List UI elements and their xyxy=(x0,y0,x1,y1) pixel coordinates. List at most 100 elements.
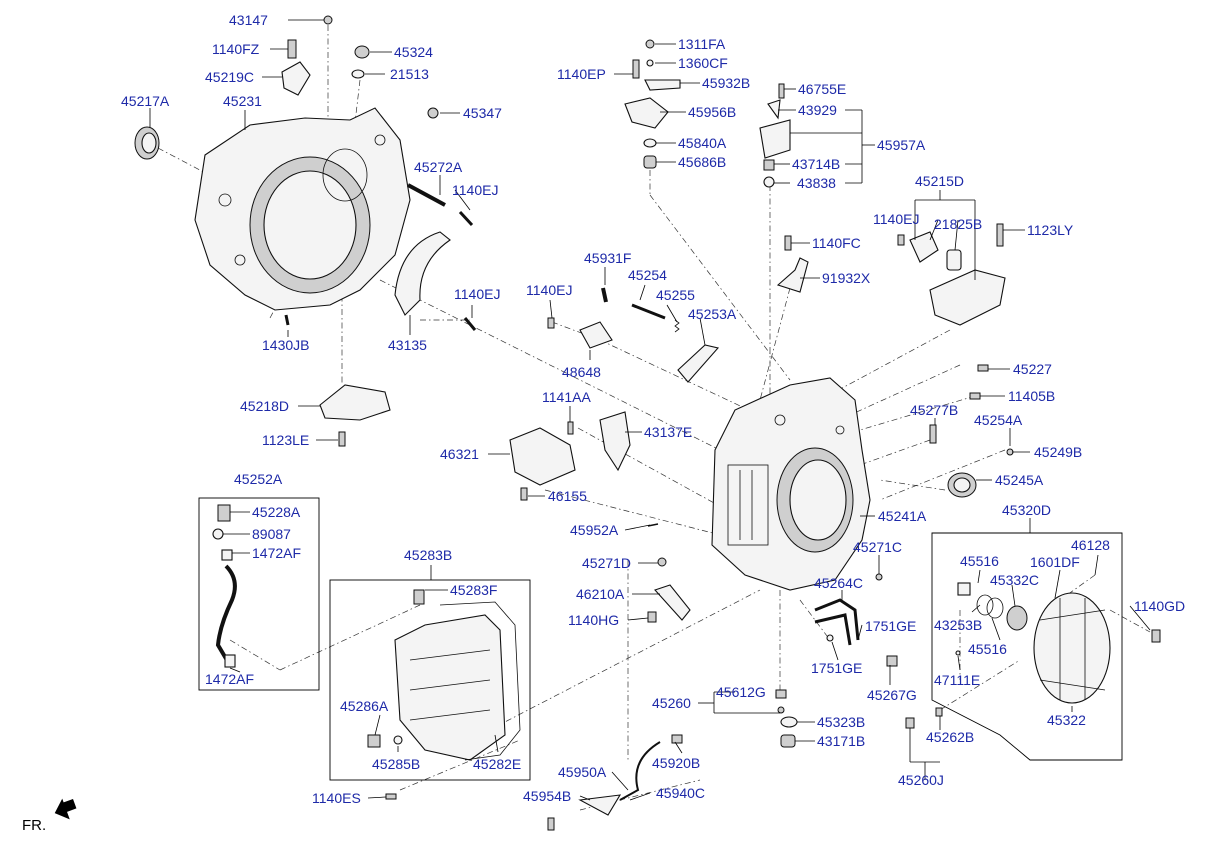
label-46210A: 46210A xyxy=(576,586,625,602)
bolt-1140EJ-b xyxy=(463,317,477,331)
label-45260: 45260 xyxy=(652,695,691,711)
label-1430JB: 1430JB xyxy=(262,337,309,353)
label-45241A: 45241A xyxy=(878,508,927,524)
label-45228A: 45228A xyxy=(252,504,301,520)
label-45952A: 45952A xyxy=(570,522,619,538)
plug-45324 xyxy=(354,45,370,59)
label-43137E: 43137E xyxy=(644,424,692,440)
label-43929: 43929 xyxy=(798,102,837,118)
bracket-45219C xyxy=(281,61,311,96)
label-45323B: 45323B xyxy=(817,714,865,730)
label-1141AA: 1141AA xyxy=(542,389,591,405)
label-1360CF: 1360CF xyxy=(678,55,728,71)
label-45956B: 45956B xyxy=(688,104,736,120)
label-1601DF: 1601DF xyxy=(1030,554,1080,570)
group-box-45252A xyxy=(198,497,320,691)
bracket-91932X xyxy=(776,235,809,293)
shift-lever-group xyxy=(759,83,791,188)
label-1311FA: 1311FA xyxy=(678,36,726,52)
label-45516-a: 45516 xyxy=(960,553,999,569)
label-45322: 45322 xyxy=(1047,712,1086,728)
cover-45322 xyxy=(955,582,1161,704)
oil-pan-45283B xyxy=(367,589,521,800)
bolt-1141AA xyxy=(567,421,574,435)
label-1123LE: 1123LE xyxy=(262,432,309,448)
seal-45245A xyxy=(947,472,977,498)
harness-45252A xyxy=(212,504,237,668)
label-1140HG: 1140HG xyxy=(568,612,619,628)
label-1140EJ-d: 1140EJ xyxy=(526,282,572,298)
label-45920B: 45920B xyxy=(652,755,700,771)
pipes-45264C xyxy=(647,523,898,667)
label-45277B: 45277B xyxy=(910,402,958,418)
label-45324: 45324 xyxy=(394,44,433,60)
label-45272A: 45272A xyxy=(414,159,463,175)
label-45255: 45255 xyxy=(656,287,695,303)
plate-43137E xyxy=(599,411,631,472)
label-45932B: 45932B xyxy=(702,75,750,91)
pin-45272A xyxy=(407,183,446,207)
bolt-1123LE xyxy=(338,431,346,447)
label-45260J: 45260J xyxy=(898,772,944,788)
pin-1430JB xyxy=(284,314,290,326)
label-11405B: 11405B xyxy=(1008,388,1055,404)
label-45282E: 45282E xyxy=(473,756,521,772)
group-box-45320D xyxy=(931,532,1123,761)
arrow-left-down-icon xyxy=(54,798,77,820)
label-21825B: 21825B xyxy=(934,216,982,232)
label-21513: 21513 xyxy=(390,66,429,82)
label-45940C: 45940C xyxy=(656,785,705,801)
label-45231: 45231 xyxy=(223,93,262,109)
label-46755E: 46755E xyxy=(798,81,846,97)
front-label: FR. xyxy=(22,817,46,834)
label-89087: 89087 xyxy=(252,526,291,542)
label-46128: 46128 xyxy=(1071,537,1110,553)
label-45252A: 45252A xyxy=(234,471,283,487)
label-45283B: 45283B xyxy=(404,547,452,563)
label-45954B: 45954B xyxy=(523,788,571,804)
label-45283F: 45283F xyxy=(450,582,497,598)
leader-lines xyxy=(149,19,1151,801)
label-43253B: 43253B xyxy=(934,617,982,633)
label-1751GE-b: 1751GE xyxy=(811,660,862,676)
label-1140GD: 1140GD xyxy=(1134,598,1185,614)
position-sensor-group xyxy=(624,39,681,169)
label-45271C: 45271C xyxy=(853,539,902,555)
front-indicator: FR. xyxy=(22,798,77,834)
label-45332C: 45332C xyxy=(990,572,1039,588)
label-1123LY: 1123LY xyxy=(1027,222,1074,238)
strainer-46321 xyxy=(509,427,576,501)
label-45950A: 45950A xyxy=(558,764,607,780)
bolt-45347 xyxy=(427,107,439,119)
plugs-45260 xyxy=(775,689,943,748)
label-43838: 43838 xyxy=(797,175,836,191)
label-1140EJ-a: 1140EJ xyxy=(452,182,498,198)
label-45957A: 45957A xyxy=(877,137,926,153)
label-45285B: 45285B xyxy=(372,756,420,772)
label-45253A: 45253A xyxy=(688,306,737,322)
label-45264C: 45264C xyxy=(814,575,863,591)
group-box-45283B xyxy=(329,579,531,781)
label-45262B: 45262B xyxy=(926,729,974,745)
detent-group xyxy=(547,287,720,383)
bolt-43147 xyxy=(323,15,333,25)
label-48648: 48648 xyxy=(562,364,601,380)
label-1140FZ: 1140FZ xyxy=(212,41,260,57)
label-1140EJ-c: 1140EJ xyxy=(873,211,919,227)
seal-45217A xyxy=(134,126,160,160)
washer-21513 xyxy=(351,69,365,79)
case-45241A xyxy=(711,377,871,591)
label-1140EJ-b: 1140EJ xyxy=(454,286,500,302)
label-45227: 45227 xyxy=(1013,361,1052,377)
label-45840A: 45840A xyxy=(678,135,727,151)
label-45254: 45254 xyxy=(628,267,667,283)
label-1472AF-b: 1472AF xyxy=(205,671,254,687)
label-45686B: 45686B xyxy=(678,154,726,170)
bracket-45215D xyxy=(897,223,1006,326)
label-45612G: 45612G xyxy=(716,684,766,700)
label-45271D: 45271D xyxy=(582,555,631,571)
label-91932X: 91932X xyxy=(822,270,871,286)
label-45254A: 45254A xyxy=(974,412,1023,428)
converter-housing-45231 xyxy=(194,107,411,311)
